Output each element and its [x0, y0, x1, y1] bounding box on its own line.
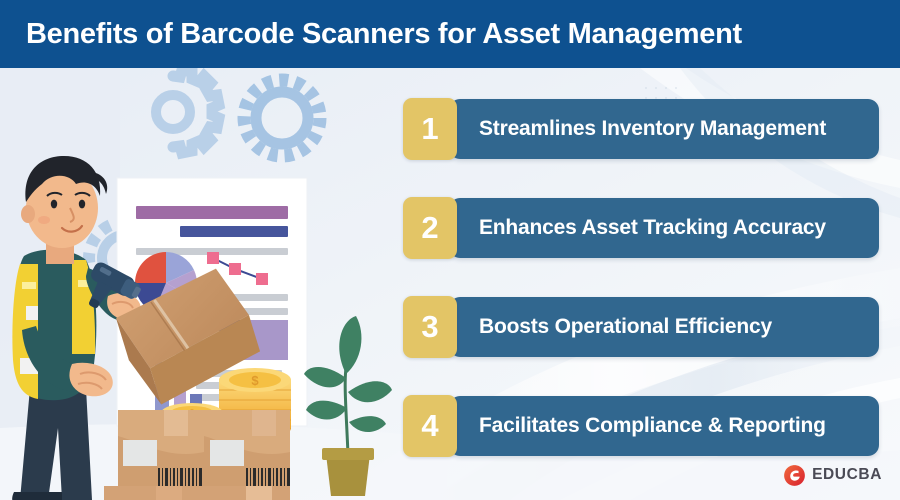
- svg-text:$: $: [251, 373, 259, 388]
- barcode-scanner-icon: [88, 262, 141, 309]
- header-banner: Benefits of Barcode Scanners for Asset M…: [0, 0, 900, 68]
- warehouse-worker: [12, 156, 261, 500]
- benefit-number-badge-2: 2: [403, 197, 457, 259]
- benefit-bar-1: [449, 99, 879, 159]
- barcode-icon: [246, 468, 290, 486]
- benefit-label-3: Boosts Operational Efficiency: [479, 315, 772, 338]
- educba-logo-text: EDUCBA: [812, 466, 882, 483]
- illustration-warehouse-worker: $ $: [0, 68, 420, 500]
- benefit-bar-2: [449, 198, 879, 258]
- illustration-graphic: $ $: [12, 68, 392, 500]
- educba-logo: EDUCBA: [783, 462, 882, 488]
- cardboard-box-held: [116, 268, 261, 405]
- benefit-bar-4: [449, 396, 879, 456]
- benefit-number-badge-4: 4: [403, 395, 457, 457]
- stacked-barcode-boxes: [104, 410, 290, 500]
- benefit-label-4: Facilitates Compliance & Reporting: [479, 414, 826, 437]
- benefit-label-2: Enhances Asset Tracking Accuracy: [479, 216, 826, 239]
- educba-e-swirl-icon: [784, 464, 805, 486]
- benefit-item-1: 1 Streamlines Inventory Management: [403, 98, 879, 160]
- benefit-item-3: 3 Boosts Operational Efficiency: [403, 296, 879, 358]
- page-title: Benefits of Barcode Scanners for Asset M…: [26, 18, 742, 50]
- benefit-label-1: Streamlines Inventory Management: [479, 117, 827, 140]
- benefit-number-badge-3: 3: [403, 296, 457, 358]
- benefit-item-4: 4 Facilitates Compliance & Reporting: [403, 395, 879, 457]
- potted-plant: [304, 316, 392, 496]
- benefit-bar-3: [449, 297, 879, 357]
- benefits-list: 1 Streamlines Inventory Management 2 Enh…: [403, 98, 879, 457]
- benefit-item-2: 2 Enhances Asset Tracking Accuracy: [403, 197, 879, 259]
- line-chart: [207, 252, 268, 285]
- benefit-number-badge-1: 1: [403, 98, 457, 160]
- barcode-icon: [158, 468, 202, 486]
